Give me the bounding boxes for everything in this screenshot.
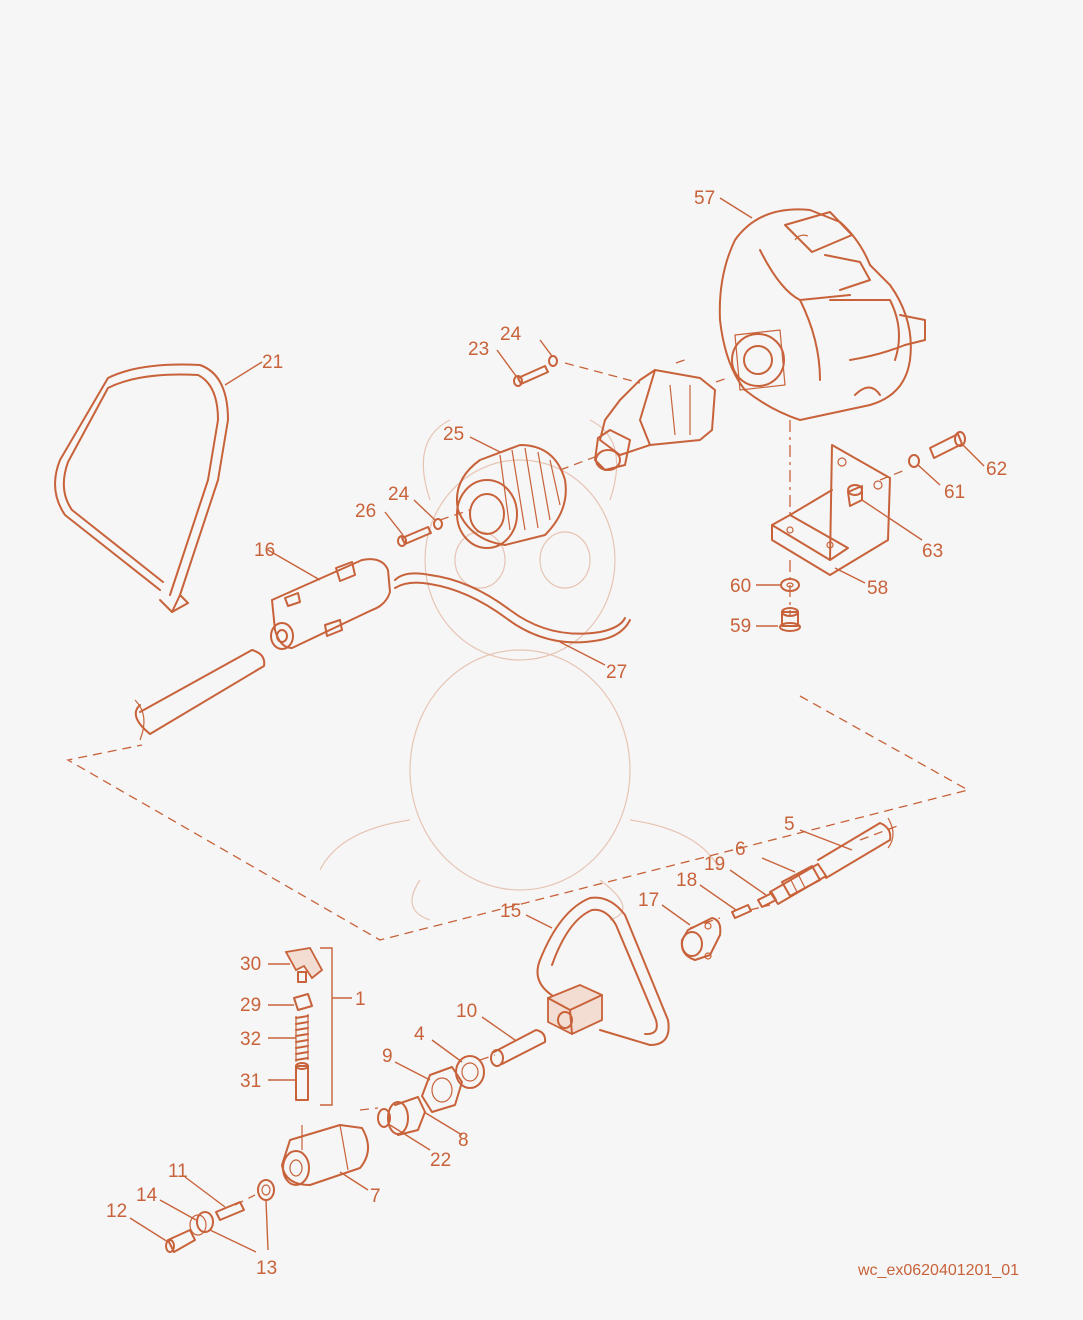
label-21: 21 xyxy=(262,352,283,373)
shaft-part-11 xyxy=(215,1201,245,1221)
label-58: 58 xyxy=(867,578,888,599)
label-27: 27 xyxy=(606,662,627,683)
sleeve-part-6 xyxy=(781,865,821,897)
label-23: 23 xyxy=(468,339,489,360)
washer-part-61 xyxy=(908,454,920,468)
washer-part-24-top xyxy=(548,355,558,367)
label-17: 17 xyxy=(638,890,659,911)
label-6: 6 xyxy=(735,839,746,860)
fan-flange-part-25 xyxy=(456,444,567,549)
label-7: 7 xyxy=(370,1186,381,1207)
label-16: 16 xyxy=(254,540,275,561)
pin-part-18 xyxy=(731,904,752,919)
label-12: 12 xyxy=(106,1201,127,1222)
sleeve-part-8 xyxy=(387,1096,426,1136)
label-4: 4 xyxy=(414,1024,425,1045)
cable-part-27 xyxy=(394,572,631,644)
label-61: 61 xyxy=(944,482,965,503)
label-18: 18 xyxy=(676,870,697,891)
label-30: 30 xyxy=(240,954,261,975)
pin-part-31 xyxy=(295,1062,309,1101)
label-31: 31 xyxy=(240,1071,261,1092)
label-24-top: 24 xyxy=(500,324,522,345)
assembly-bracket-part-1 xyxy=(320,947,352,1106)
pin-part-19 xyxy=(757,892,777,908)
fitting-part-14 xyxy=(189,1211,214,1236)
background-watermark xyxy=(319,419,721,921)
washer-part-60 xyxy=(780,578,800,592)
clamp-part-17 xyxy=(680,917,722,961)
screw-part-26 xyxy=(397,526,432,547)
label-25: 25 xyxy=(443,424,464,445)
spring-part-32 xyxy=(295,1014,309,1062)
nut-part-9 xyxy=(421,1066,463,1113)
label-29: 29 xyxy=(240,995,261,1016)
label-32: 32 xyxy=(240,1029,261,1050)
gear-housing xyxy=(594,369,716,471)
knob-part-30 xyxy=(284,947,324,983)
label-13: 13 xyxy=(256,1258,277,1279)
switch-handle-part-16 xyxy=(270,558,391,650)
label-11: 11 xyxy=(168,1161,188,1182)
bracket-part-58 xyxy=(771,444,891,576)
label-62: 62 xyxy=(986,459,1007,480)
label-19: 19 xyxy=(704,854,725,875)
label-14: 14 xyxy=(136,1185,158,1206)
label-63: 63 xyxy=(922,541,943,562)
label-24-lower: 24 xyxy=(388,484,410,505)
label-8: 8 xyxy=(458,1130,469,1151)
label-22: 22 xyxy=(430,1150,451,1171)
ring-part-22 xyxy=(377,1108,391,1128)
ring-part-13 xyxy=(257,1179,275,1201)
label-1: 1 xyxy=(355,989,366,1010)
screw-part-23 xyxy=(513,365,549,387)
drawing-id: wc_ex0620401201_01 xyxy=(858,1262,1020,1279)
engine-part-57 xyxy=(718,208,926,421)
shaft-tube xyxy=(134,649,266,741)
tube-part-10 xyxy=(490,1029,547,1067)
label-26: 26 xyxy=(355,501,376,522)
label-60: 60 xyxy=(730,576,751,597)
label-57: 57 xyxy=(694,188,715,209)
guard-frame-part-21 xyxy=(54,363,229,613)
label-9: 9 xyxy=(382,1046,393,1067)
bolt-part-59 xyxy=(779,607,801,632)
nut-part-29 xyxy=(293,993,313,1011)
leader-lines xyxy=(129,197,985,1253)
label-10: 10 xyxy=(456,1001,477,1022)
handle-part-15 xyxy=(536,896,670,1046)
label-5: 5 xyxy=(784,814,795,835)
label-59: 59 xyxy=(730,616,751,637)
connector-part-7 xyxy=(281,1124,369,1186)
bolt-part-62 xyxy=(929,431,966,459)
label-15: 15 xyxy=(500,901,521,922)
spacer-part-63 xyxy=(847,484,863,507)
part-labels: 57 21 24 23 25 24 26 16 62 61 63 60 58 5… xyxy=(106,188,1007,1279)
nozzle-part-12 xyxy=(165,1229,196,1253)
washer-part-24-lower xyxy=(433,518,443,530)
